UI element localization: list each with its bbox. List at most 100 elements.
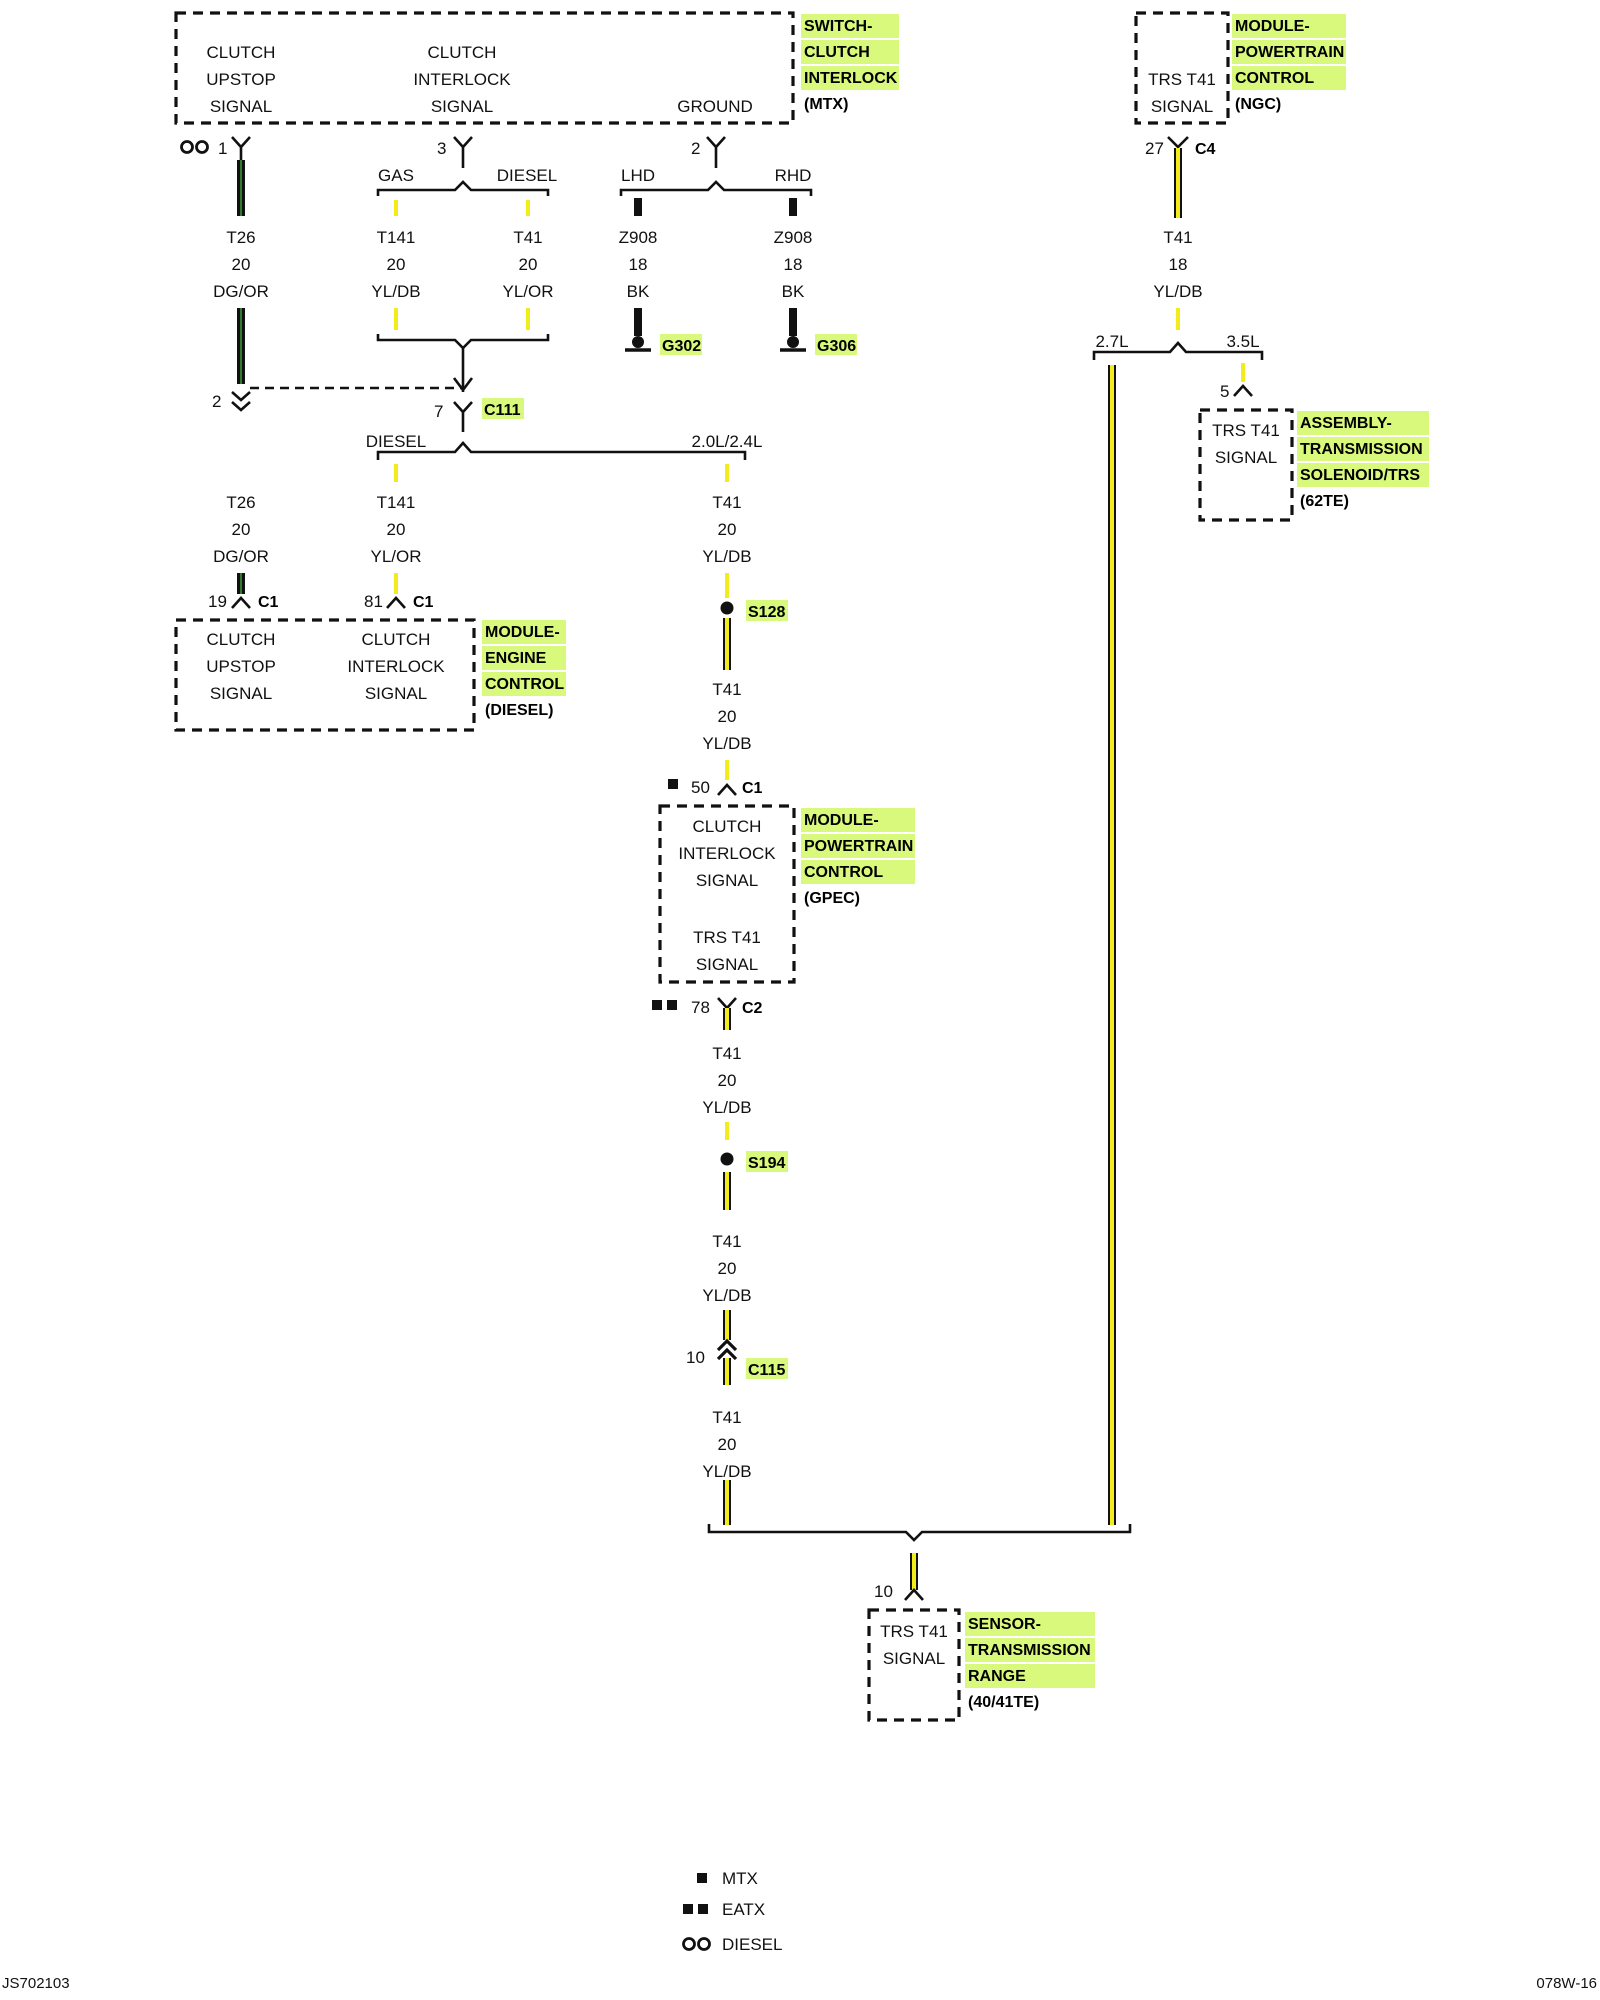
wire-color: YL/DB [702,734,751,753]
branch-label: DIESEL [366,432,426,451]
wire-color: DG/OR [213,547,269,566]
pin-label: CLUTCH [428,43,497,62]
connector-label: C4 [1195,141,1216,158]
component-variant: (NGC) [1235,96,1281,113]
wire-gauge: 20 [718,1259,737,1278]
pin-label: INTERLOCK [413,70,511,89]
component-variant: (DIESEL) [485,702,553,719]
wire-code: T26 [226,493,255,512]
splice-dot-icon [720,601,734,615]
component-variant: (62TE) [1300,493,1349,510]
pin-number: 78 [691,998,710,1017]
wire-code: T141 [377,228,416,247]
wire-code: T41 [712,1408,741,1427]
pin-label: SIGNAL [1215,448,1277,467]
connector-terminal-icon [231,596,251,609]
component-name: TRANSMISSION [1300,441,1423,458]
connector-label: C111 [484,402,521,419]
splice-label: S194 [748,1155,785,1172]
branch-bracket [619,180,813,196]
pin-label: TRS T41 [693,928,761,947]
wire-color: YL/DB [702,1462,751,1481]
connector-terminal-icon [1233,384,1253,397]
connector-label: C1 [258,594,279,611]
wire-code: T41 [1163,228,1192,247]
component-name: ENGINE [485,650,547,667]
component-name: MODULE- [485,624,560,641]
wire-code: T141 [377,493,416,512]
wire-code: T41 [712,1044,741,1063]
pin-label: INTERLOCK [347,657,445,676]
wire-gauge: 18 [629,255,648,274]
pin-number: 10 [686,1348,705,1367]
component-name: MODULE- [804,812,879,829]
component-name: INTERLOCK [804,70,898,87]
pin-number: 2 [691,139,700,158]
eatx-marker-icon [698,1904,708,1914]
footer-code-left: JS702103 [2,1975,70,1992]
pin-label: SIGNAL [883,1649,945,1668]
wire-gauge: 20 [387,520,406,539]
branch-label: GAS [378,166,414,185]
component-name: CONTROL [1235,70,1314,87]
wire-code: T41 [712,1232,741,1251]
branch-label: 3.5L [1226,332,1259,351]
component-name: POWERTRAIN [1235,44,1344,61]
wire-color: YL/DB [702,1098,751,1117]
wire-gauge: 20 [718,1071,737,1090]
pin-label: SIGNAL [210,684,272,703]
branch-label: 2.0L/2.4L [692,432,763,451]
wire-gauge: 20 [718,520,737,539]
pin-number: 81 [364,592,383,611]
connector-inline-icon [231,391,251,412]
component-name: RANGE [968,1668,1026,1685]
component-variant: (GPEC) [804,890,860,907]
component-name: MODULE- [1235,18,1310,35]
wire-color: YL/DB [1153,282,1202,301]
wire-code: T41 [712,493,741,512]
connector-terminal-icon [453,136,473,168]
component-name: POWERTRAIN [804,838,913,855]
connector-inline-icon [716,1338,738,1361]
wire-code: T41 [712,680,741,699]
component-variant: (MTX) [804,96,848,113]
branch-bracket [1092,341,1264,360]
pin-label: SIGNAL [1151,97,1213,116]
pcm-ngc-box [1134,11,1230,125]
ground-label: G302 [662,338,701,355]
pin-label: SIGNAL [365,684,427,703]
component-name: CONTROL [485,676,564,693]
wire-color: YL/OR [502,282,553,301]
component-name: TRANSMISSION [968,1642,1091,1659]
pin-number: 27 [1145,139,1164,158]
component-variant: (40/41TE) [968,1694,1039,1711]
component-name: SOLENOID/TRS [1300,467,1420,484]
wire-gauge: 18 [1169,255,1188,274]
component-name: CONTROL [804,864,883,881]
pin-label: CLUTCH [207,630,276,649]
wire-color: DG/OR [213,282,269,301]
pin-label: UPSTOP [206,657,276,676]
switch-clutch-interlock: CLUTCH UPSTOP SIGNAL CLUTCH INTERLOCK SI… [174,11,899,125]
wire-color: YL/DB [702,547,751,566]
wire-gauge: 20 [232,255,251,274]
legend-label: DIESEL [722,1935,782,1954]
pcm-gpec-box [658,804,796,984]
pin-label: SIGNAL [210,97,272,116]
splice-dot-icon [720,1152,734,1166]
pin-number: 3 [437,139,446,158]
pin-label: TRS T41 [880,1622,948,1641]
ground-label: G306 [817,338,856,355]
pin-label: UPSTOP [206,70,276,89]
connector-terminal-icon [717,997,737,1010]
merge-bracket [376,334,550,350]
eatx-marker-icon [683,1904,693,1914]
trs-solenoid-box [1198,408,1294,522]
wire-code: T41 [513,228,542,247]
branch-label: DIESEL [497,166,557,185]
wire-gauge: 20 [718,707,737,726]
diesel-marker-icon [180,140,209,154]
connector-terminal-icon [453,401,473,432]
branch-label: 2.7L [1095,332,1128,351]
connector-terminal-icon [717,783,737,796]
